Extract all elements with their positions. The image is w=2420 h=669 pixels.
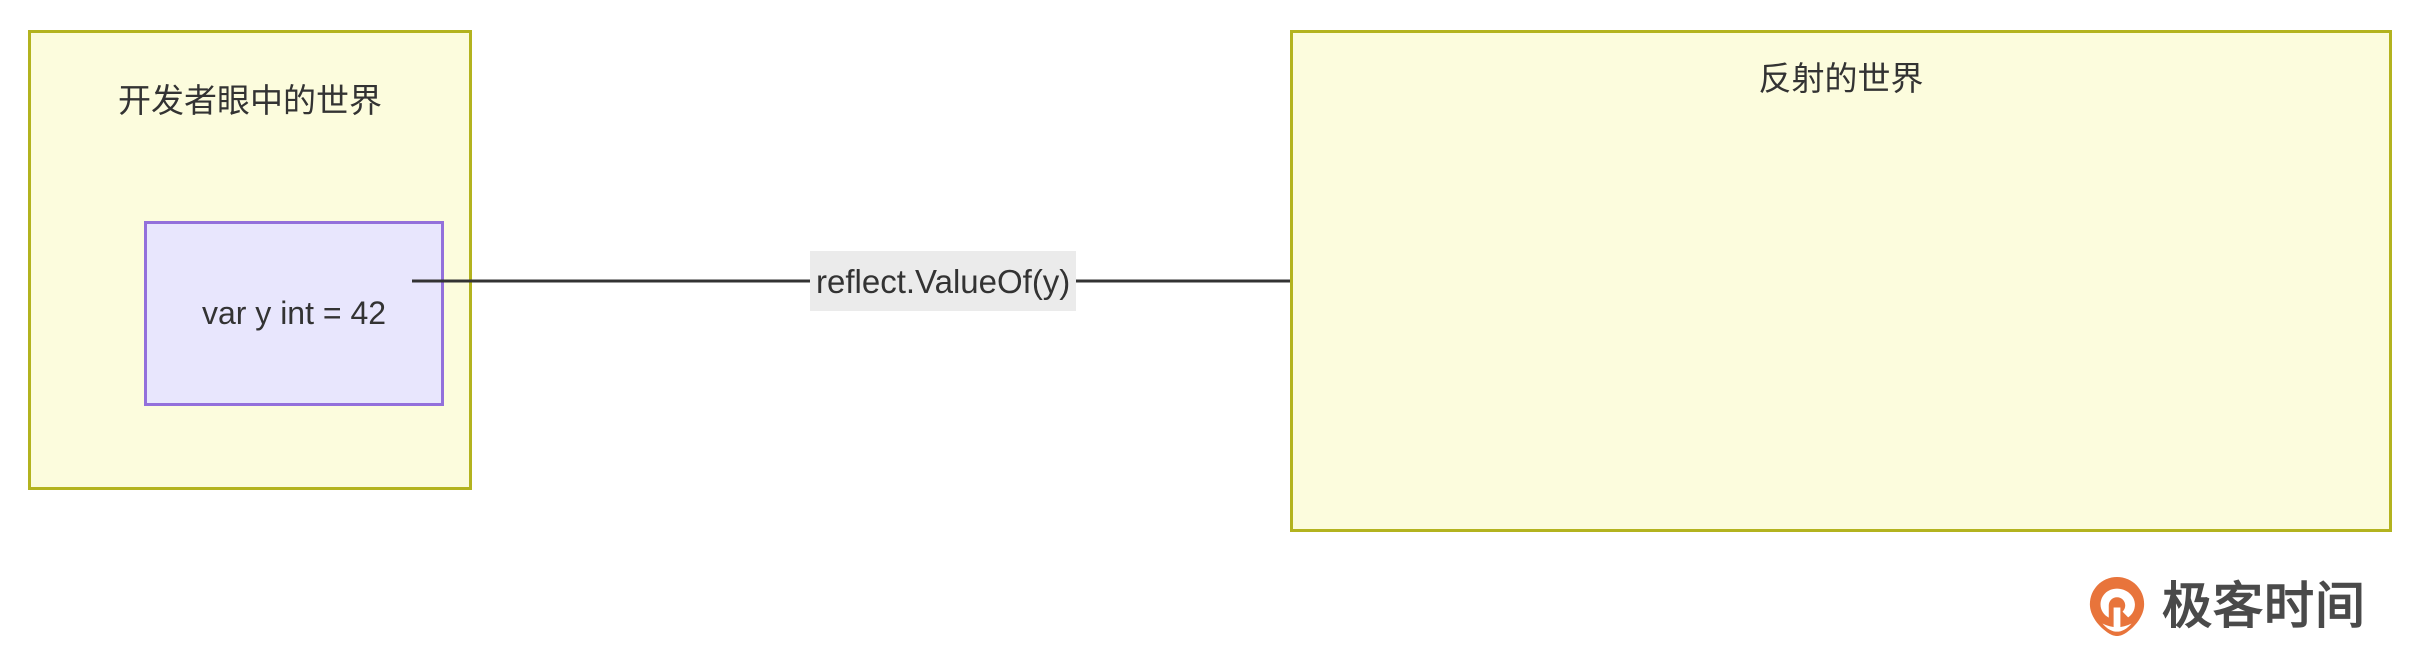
geektime-pin-logo-icon: [2086, 575, 2148, 637]
group-reflection-world: 反射的世界 reflect.Value (持有值 42 和 int 类型信息): [1290, 30, 2392, 532]
group-developer-world-title: 开发者眼中的世界: [118, 82, 382, 119]
edge-reflect-valueof-label-text: reflect.ValueOf(y): [816, 262, 1071, 300]
group-developer-world: 开发者眼中的世界 var y int = 42: [28, 30, 472, 490]
geektime-brand-text: 极客时间: [2162, 578, 2366, 634]
node-var-declaration-label: var y int = 42: [201, 294, 387, 331]
edge-reflect-valueof-label: reflect.ValueOf(y): [810, 251, 1077, 311]
node-var-declaration[interactable]: var y int = 42: [144, 221, 444, 406]
group-reflection-world-title: 反射的世界: [1758, 60, 1924, 97]
watermark-geektime: 极客时间: [2086, 566, 2366, 646]
